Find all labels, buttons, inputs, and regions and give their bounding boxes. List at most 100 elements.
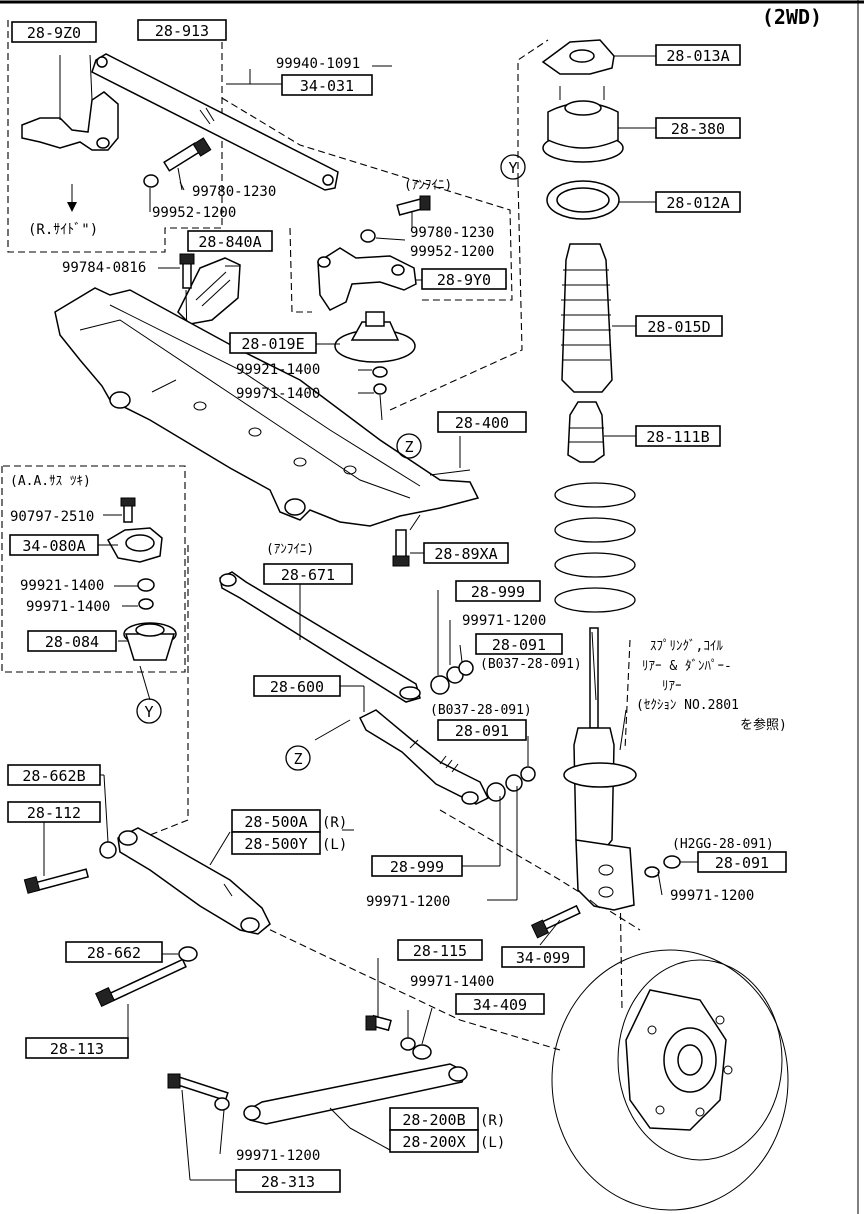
- svg-text:28-999: 28-999: [390, 858, 444, 876]
- label-28-600: 28-600: [253, 675, 341, 697]
- strut-mount-upper: [542, 86, 624, 163]
- arm-bolt-112: [23, 868, 90, 894]
- label-34-099: 34-099: [501, 946, 585, 968]
- label-28-115: 28-115: [397, 939, 483, 961]
- wheel-hub: [551, 949, 789, 1211]
- svg-text:28-9Z0: 28-9Z0: [27, 24, 81, 42]
- label-28-999-a: 28-999: [455, 580, 541, 602]
- svg-text:34-099: 34-099: [516, 949, 570, 967]
- label-28-500a: 28-500A: [231, 809, 321, 833]
- crossmember-bolt: [392, 529, 410, 567]
- stabilizer-bolt: [143, 137, 212, 210]
- label-28-913: 28-913: [137, 19, 227, 41]
- coil-spring: [554, 482, 636, 613]
- marker-y-1: Y: [500, 154, 526, 180]
- svg-text:28-500Y: 28-500Y: [244, 835, 307, 853]
- note-side-l: (L): [322, 837, 347, 853]
- group-link-y3: [389, 179, 523, 411]
- note-side-r2: (R): [480, 1113, 505, 1129]
- svg-text:28-500A: 28-500A: [244, 813, 307, 831]
- label-28-200b: 28-200B: [389, 1107, 479, 1131]
- svg-text:34-080A: 34-080A: [22, 537, 85, 555]
- label-28-113: 28-113: [25, 1037, 129, 1059]
- label-99940-1091: 99940-1091: [276, 56, 360, 72]
- arm-bolt-113: [95, 946, 198, 1007]
- note-aa-sus: (A.A.ｻｽ ﾂｷ): [10, 474, 91, 489]
- shock-absorber: [563, 627, 637, 911]
- bump-stopper: [567, 401, 605, 463]
- svg-text:28-019E: 28-019E: [241, 335, 304, 353]
- group-link-spring: [624, 639, 631, 751]
- label-90797-2510: 90797-2510: [10, 509, 94, 525]
- trailing-link: [167, 1063, 468, 1125]
- label-28-111b: 28-111B: [635, 425, 721, 447]
- svg-text:28-380: 28-380: [671, 120, 725, 138]
- knuckle-bolt: [530, 855, 681, 939]
- label-28-500y: 28-500Y: [231, 831, 321, 855]
- label-28-840a: 28-840A: [187, 230, 273, 252]
- marker-y-1-text: Y: [508, 159, 517, 177]
- svg-text:34-409: 34-409: [473, 996, 527, 1014]
- upper-seat: [541, 39, 615, 75]
- label-28-380: 28-380: [655, 117, 741, 139]
- label-99780-1230-a: 99780-1230: [192, 184, 276, 200]
- svg-text:28-840A: 28-840A: [198, 233, 261, 251]
- stabilizer-bushing: [21, 54, 119, 151]
- svg-text:28-115: 28-115: [413, 942, 467, 960]
- svg-text:28-112: 28-112: [27, 804, 81, 822]
- note-spring-2: ﾘｱｰ & ﾀﾞﾝﾊﾟｰ-: [642, 659, 732, 674]
- label-34-031: 34-031: [281, 74, 373, 96]
- group-link-arm: [439, 809, 641, 931]
- note-spring-5: を参照): [740, 717, 787, 733]
- label-28-091-a: 28-091: [475, 633, 563, 655]
- label-28-013a: 28-013A: [655, 44, 741, 66]
- note-spring-3: ﾘｱｰ: [662, 679, 682, 694]
- strut-mount-lower: [334, 311, 416, 421]
- note-spring-1: ｽﾌﾟﾘﾝｸﾞ,ｺｲﾙ: [650, 639, 723, 654]
- svg-text:28-662B: 28-662B: [22, 767, 85, 785]
- svg-text:28-013A: 28-013A: [666, 47, 729, 65]
- label-99971-1400-f: 99971-1400: [410, 974, 494, 990]
- group-link-left: [149, 545, 189, 836]
- marker-z-1: Z: [396, 433, 422, 459]
- marker-y-2-text: Y: [144, 703, 153, 721]
- label-99952-1200-a: 99952-1200: [152, 205, 236, 221]
- leader-lines: [43, 55, 698, 1181]
- label-28-019e: 28-019E: [229, 332, 317, 354]
- note-side-l2: (L): [480, 1135, 505, 1151]
- group-bracket: [289, 227, 312, 313]
- variant-header: (2WD): [762, 5, 822, 29]
- note-anfuini-1: (ｱﾝﾌｲﾆ): [404, 178, 452, 193]
- svg-text:28-091: 28-091: [455, 722, 509, 740]
- svg-text:28-113: 28-113: [50, 1040, 104, 1058]
- svg-text:28-400: 28-400: [455, 414, 509, 432]
- label-99971-1400-a: 99971-1400: [236, 386, 320, 402]
- marker-y-2: Y: [136, 698, 162, 724]
- label-99921-1400-a: 99921-1400: [236, 362, 320, 378]
- label-99971-1200-d: 99971-1200: [366, 894, 450, 910]
- marker-z-2: Z: [285, 745, 311, 771]
- label-34-409: 34-409: [455, 993, 545, 1015]
- stabilizer-bracket: [317, 195, 431, 311]
- label-28-091-b: 28-091: [437, 719, 527, 741]
- svg-text:28-313: 28-313: [261, 1173, 315, 1191]
- label-28-015d: 28-015D: [635, 315, 723, 337]
- svg-text:28-012A: 28-012A: [666, 194, 729, 212]
- r-side-arrow: [67, 184, 77, 212]
- note-h2gg: (H2GG-28-091): [672, 837, 774, 852]
- note-r-side: (R.ｻｲﾄﾞ"): [28, 222, 98, 238]
- svg-text:28-662: 28-662: [87, 944, 141, 962]
- svg-text:34-031: 34-031: [300, 77, 354, 95]
- svg-text:28-084: 28-084: [45, 633, 99, 651]
- group-aa-sus: [1, 465, 186, 673]
- link-bolt-115: [365, 1014, 432, 1060]
- rubber-seat: [546, 180, 620, 220]
- label-28-091-c: 28-091: [697, 851, 787, 873]
- label-99971-1400-b: 99971-1400: [26, 599, 110, 615]
- group-link-lower: [259, 924, 561, 1051]
- lateral-link-upper: [219, 571, 474, 703]
- label-28-662b: 28-662B: [7, 764, 101, 786]
- dust-boot: [561, 243, 613, 393]
- label-28-313: 28-313: [235, 1169, 341, 1193]
- label-99971-1200-g: 99971-1200: [236, 1148, 320, 1164]
